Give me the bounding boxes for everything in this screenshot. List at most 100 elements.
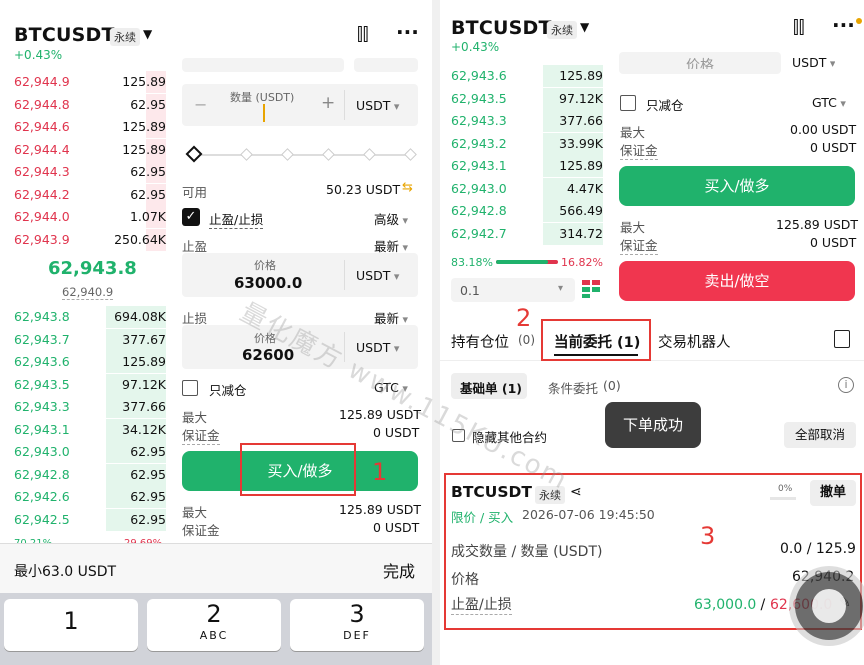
reduce-only-checkbox[interactable] [182, 380, 198, 396]
bid-price: 62,943.6 [451, 68, 507, 83]
tp-mode-select[interactable]: 最新 [374, 236, 408, 255]
slider-handle[interactable] [185, 145, 203, 163]
bid-qty: 377.66 [559, 113, 603, 128]
assistive-touch-button[interactable] [795, 572, 863, 640]
sl-mode-select[interactable]: 最新 [374, 308, 408, 327]
bid-row[interactable]: 62,943.5 97.12K [451, 87, 603, 110]
keyboard-toolbar [0, 543, 432, 593]
buy-long-button[interactable]: 买入/做多 [182, 451, 418, 491]
history-icon[interactable] [834, 330, 850, 348]
subtab-basic[interactable]: 基础单 (1) [460, 381, 522, 396]
bid-qty: 125.89 [559, 68, 603, 83]
depth-step-select[interactable] [451, 278, 575, 302]
filled-label: 成交数量 / 数量 (USDT) [451, 544, 603, 560]
chevron-down-icon[interactable]: ▼ [580, 20, 590, 34]
tif-select[interactable]: GTC [812, 95, 846, 110]
plus-icon[interactable]: + [321, 93, 336, 113]
tab-trading-bots[interactable]: 交易机器人 [658, 335, 731, 351]
bid-qty: 34.12K [122, 421, 166, 437]
ask-depth-bar [146, 138, 166, 161]
sell-short-button[interactable]: 卖出/做空 [619, 261, 855, 301]
subtab-basic-bg[interactable] [451, 373, 527, 399]
minus-icon[interactable]: − [194, 95, 208, 114]
chevron-down-icon[interactable]: ▼ [143, 27, 153, 41]
depth-layout-icon[interactable] [582, 280, 600, 298]
slider-step-marker[interactable] [404, 148, 417, 161]
qty-unit-select[interactable]: USDT [356, 98, 399, 113]
tif-select[interactable]: GTC [374, 380, 408, 395]
candlestick-icon[interactable]: ⫿⫿ [357, 24, 369, 45]
subtab-conditional[interactable]: 条件委托 [548, 381, 599, 396]
candlestick-icon[interactable]: ⫿⫿ [793, 17, 805, 38]
symbol-title[interactable]: BTCUSDT [14, 24, 115, 46]
sl-unit-select[interactable]: USDT [356, 340, 399, 355]
price-unit-select[interactable]: USDT [792, 55, 835, 69]
buy-long-button[interactable]: 买入/做多 [619, 166, 855, 206]
reduce-only-checkbox[interactable] [620, 95, 636, 111]
slider-step-marker[interactable] [281, 148, 294, 161]
key-letters: ABC [199, 629, 229, 642]
key-1[interactable]: 1 [4, 599, 138, 651]
tp-price-value[interactable]: 63000.0 [234, 274, 303, 292]
bid-qty: 97.12K [559, 90, 603, 106]
bid-price: 62,943.5 [451, 90, 507, 106]
slider-step-marker[interactable] [240, 148, 253, 161]
cancel-order-button[interactable]: 撤单 [810, 480, 856, 506]
tpsl-checkbox[interactable]: ✓ [182, 208, 200, 226]
tp-unit-select[interactable]: USDT [356, 268, 399, 283]
bid-price: 62,943.2 [451, 135, 507, 151]
more-icon[interactable]: ··· [396, 20, 419, 44]
info-icon[interactable]: i [838, 377, 854, 393]
qty-slider[interactable] [192, 154, 410, 156]
hide-others-checkbox[interactable] [452, 429, 465, 442]
ask-depth-bar [146, 183, 166, 206]
available-value: 50.23 USDT [326, 182, 401, 197]
more-icon[interactable]: ··· [832, 13, 855, 37]
cancel-all-button[interactable]: 全部取消 [784, 422, 856, 448]
done-button[interactable]: 完成 [383, 562, 416, 581]
transfer-icon[interactable]: ⇆ [402, 180, 413, 195]
share-icon[interactable]: ⋖ [570, 484, 582, 500]
margin-label: 保证金 [620, 140, 658, 160]
bid-row[interactable]: 62,943.6 125.89 [451, 65, 603, 87]
slider-step-marker[interactable] [363, 148, 376, 161]
tab-open-orders[interactable]: 当前委托 (1) [554, 335, 641, 351]
tab-positions[interactable]: 持有仓位 [451, 335, 509, 351]
price-input[interactable] [619, 52, 781, 74]
bid-qty: 125.89 [559, 158, 603, 173]
margin-value-2: 0 USDT [810, 235, 857, 250]
bid-depth-bar [106, 373, 166, 396]
bid-qty: 377.66 [122, 399, 166, 414]
advanced-select[interactable]: 高级 [374, 209, 408, 228]
symbol-title[interactable]: BTCUSDT [451, 17, 552, 39]
slider-step-marker[interactable] [322, 148, 335, 161]
sl-price-value[interactable]: 62600 [242, 346, 295, 364]
